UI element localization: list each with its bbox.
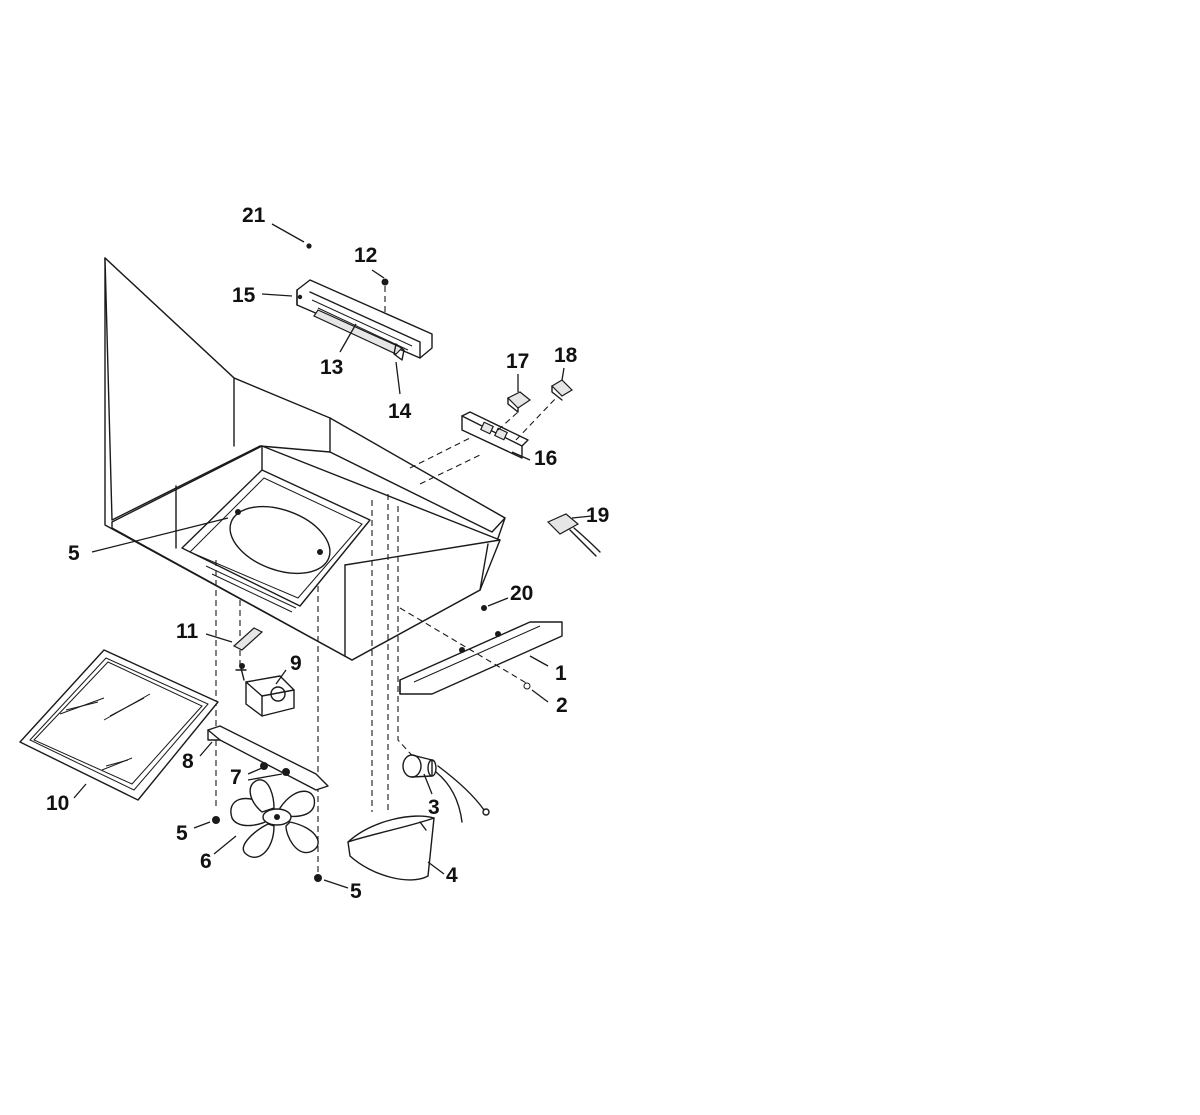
screw-icon	[212, 816, 220, 824]
part-label-7: 7	[230, 766, 242, 789]
fan-blade-icon	[230, 779, 319, 858]
part-label-17: 17	[506, 350, 529, 373]
damper-plate-icon	[181, 469, 371, 613]
switch-icon	[506, 391, 532, 413]
part-label-13: 13	[320, 356, 343, 379]
part-label-15: 15	[232, 284, 256, 307]
part-label-20: 20	[510, 582, 533, 605]
screw-icon	[314, 874, 322, 882]
part-label-11: 11	[176, 620, 199, 643]
duct-cover-icon	[347, 815, 435, 881]
part-label-5-left: 5	[176, 822, 188, 845]
screw-icon	[381, 278, 389, 316]
lens-clip-icon	[393, 343, 405, 361]
motor-bracket-icon	[207, 725, 329, 791]
part-label-4: 4	[446, 864, 458, 887]
switch-plate-icon	[461, 411, 529, 459]
part-label-8: 8	[182, 750, 194, 773]
part-label-10: 10	[46, 792, 69, 815]
filter-bracket-icon	[399, 621, 563, 695]
part-label-18: 18	[554, 344, 578, 367]
part-label-1: 1	[555, 662, 567, 685]
part-label-5-bottom: 5	[350, 880, 362, 903]
rivet-icon	[306, 243, 312, 249]
wire-connector-icon	[546, 513, 601, 557]
switch-knob-icon	[551, 379, 573, 401]
part-label-6: 6	[200, 850, 212, 873]
grease-filter-icon	[19, 649, 219, 801]
part-label-5-top: 5	[68, 542, 80, 565]
clip-icon	[232, 627, 264, 651]
screw-icon	[523, 682, 531, 690]
part-label-14: 14	[388, 400, 412, 423]
part-label-3: 3	[428, 796, 440, 819]
part-label-9: 9	[290, 652, 302, 675]
motor-icon	[235, 663, 295, 717]
part-label-21: 21	[242, 204, 266, 227]
part-label-16: 16	[534, 447, 557, 470]
lamp-socket-icon	[402, 754, 490, 823]
screw-icon	[481, 605, 487, 611]
light-lens-icon	[313, 309, 404, 355]
part-label-2: 2	[556, 694, 568, 717]
light-housing-icon	[296, 279, 433, 359]
part-label-19: 19	[586, 504, 609, 527]
part-label-12: 12	[354, 244, 377, 267]
